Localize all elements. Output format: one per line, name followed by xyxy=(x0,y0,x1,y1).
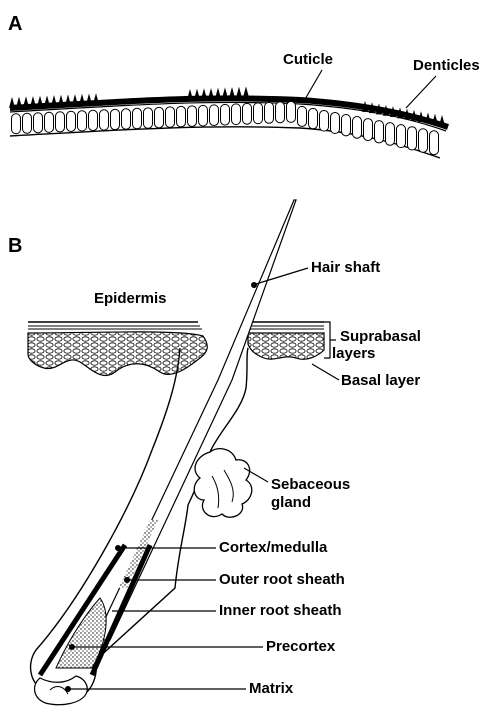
panel-a: A Cuticle Denticles xyxy=(8,13,480,158)
epidermal-cell xyxy=(166,107,175,128)
denticle xyxy=(44,95,50,106)
cuticle-label: Cuticle xyxy=(283,51,333,68)
denticle xyxy=(51,95,57,106)
epidermal-cell xyxy=(265,102,274,123)
matrix-dot xyxy=(65,686,71,692)
denticle xyxy=(65,94,71,105)
denticle xyxy=(236,87,242,98)
denticle xyxy=(79,94,85,105)
epidermal-cell xyxy=(419,129,428,153)
epidermal-cell xyxy=(155,107,164,128)
epidermal-cell xyxy=(144,108,153,128)
epidermal-cell xyxy=(331,112,340,133)
cortex-medulla-dot xyxy=(115,545,121,551)
basal-layer-label: Basal layer xyxy=(341,372,420,389)
epidermis-label: Epidermis xyxy=(94,290,167,307)
outer-root-sheath-dot xyxy=(124,577,130,583)
epidermal-cell xyxy=(276,102,285,123)
denticle xyxy=(439,115,445,126)
epidermal-cell xyxy=(342,115,351,136)
epidermal-cell xyxy=(353,117,362,139)
denticle xyxy=(222,87,228,98)
epidermal-cell xyxy=(133,108,142,128)
denticle xyxy=(37,96,43,107)
epidermal-cell xyxy=(254,103,263,124)
epidermal-cell xyxy=(78,111,87,131)
epidermal-cell xyxy=(397,125,406,148)
epidermal-cell xyxy=(287,101,296,122)
cuticle-leader xyxy=(304,70,322,101)
cortex-medulla-label: Cortex/medulla xyxy=(219,539,328,556)
epidermal-cell xyxy=(364,119,373,141)
denticle xyxy=(23,96,29,107)
epidermal-cell xyxy=(408,127,417,150)
denticle xyxy=(9,97,15,108)
sebaceous-label-1: Sebaceous xyxy=(271,476,350,493)
epidermal-cell xyxy=(243,103,252,124)
panel-a-letter: A xyxy=(8,13,22,35)
denticle xyxy=(229,87,235,98)
epidermal-cell xyxy=(23,113,32,133)
outer-root-sheath-label: Outer root sheath xyxy=(219,571,345,588)
hair-shaft-dot xyxy=(251,282,257,288)
epidermal-cell xyxy=(430,131,439,155)
denticle xyxy=(58,95,64,106)
epidermal-cell xyxy=(111,109,120,129)
denticle xyxy=(201,88,207,99)
basal-layer-leader xyxy=(312,364,339,380)
precortex-dot xyxy=(69,644,75,650)
suprabasal-label-2: layers xyxy=(332,345,375,362)
epidermal-cell xyxy=(298,106,307,126)
panel-b: B Hai xyxy=(8,200,421,705)
epidermal-cell xyxy=(100,110,109,130)
epidermal-cell xyxy=(210,105,219,126)
precortex-label: Precortex xyxy=(266,638,336,655)
epidermal-cell xyxy=(320,110,329,131)
epidermal-cell xyxy=(375,121,384,143)
epidermal-cell xyxy=(309,108,318,128)
epidermal-cell xyxy=(221,104,230,125)
denticle xyxy=(208,88,214,99)
epidermal-cell xyxy=(386,123,395,146)
epidermal-cell xyxy=(89,110,98,130)
epidermis-right xyxy=(248,322,324,359)
panel-b-letter: B xyxy=(8,235,22,257)
denticle xyxy=(243,86,249,97)
hair-shaft-label: Hair shaft xyxy=(311,259,380,276)
inner-root-sheath-label: Inner root sheath xyxy=(219,602,342,619)
epidermal-cell xyxy=(56,112,65,132)
denticle xyxy=(194,89,200,100)
epidermal-cell xyxy=(177,106,186,127)
epidermal-cell xyxy=(232,104,241,125)
suprabasal-label-1: Suprabasal xyxy=(340,328,421,345)
denticle xyxy=(86,93,92,104)
denticle xyxy=(93,93,99,104)
epidermal-cell xyxy=(34,113,43,133)
epidermal-cell xyxy=(199,105,208,126)
sebaceous-gland xyxy=(194,449,252,518)
epidermal-cell xyxy=(188,106,197,127)
epidermal-cell xyxy=(122,109,131,129)
denticle xyxy=(30,96,36,107)
matrix-bulb xyxy=(35,676,88,705)
denticle xyxy=(215,88,221,99)
sebaceous-label-2: gland xyxy=(271,494,311,511)
epidermal-cell xyxy=(12,114,21,134)
denticles-leader xyxy=(406,76,436,108)
matrix-label: Matrix xyxy=(249,680,294,697)
epidermal-cell xyxy=(45,112,54,132)
denticles-label: Denticles xyxy=(413,57,480,74)
denticle xyxy=(16,97,22,108)
denticle xyxy=(72,94,78,105)
epidermal-cell xyxy=(67,111,76,131)
denticle xyxy=(187,89,193,100)
